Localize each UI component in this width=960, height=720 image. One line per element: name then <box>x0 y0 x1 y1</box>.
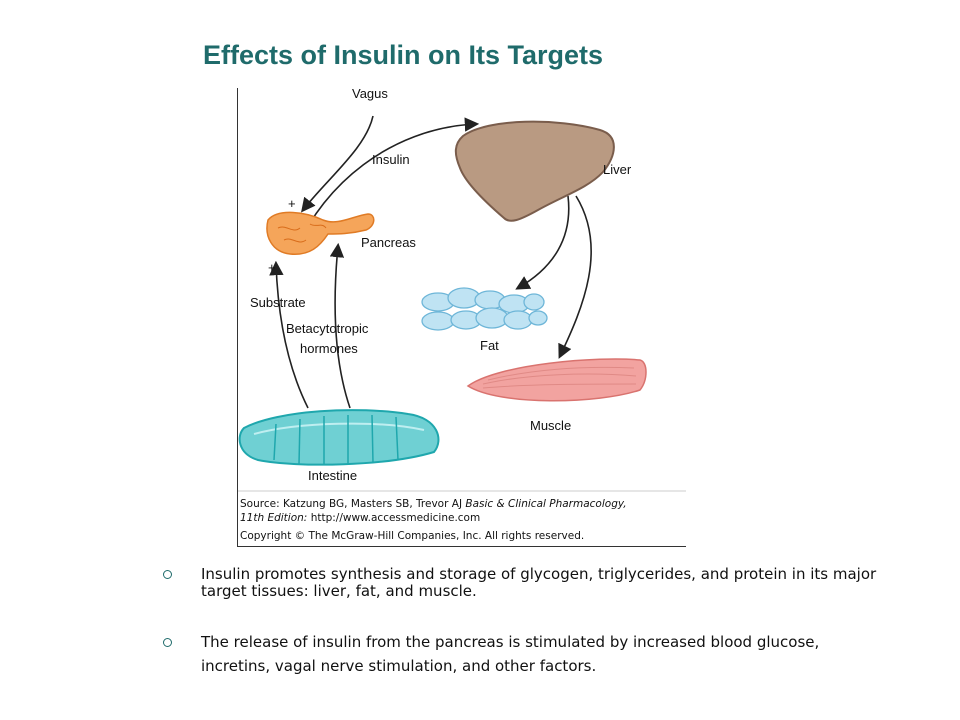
fat-label: Fat <box>480 338 499 353</box>
source-url: http://www.accessmedicine.com <box>310 512 481 524</box>
source-line-2: 11th Edition: http://www.accessmedicine.… <box>240 512 480 524</box>
page-title: Effects of Insulin on Its Targets <box>203 40 604 70</box>
source-edition: 11th Edition: <box>240 512 308 524</box>
intestine-label: Intestine <box>308 468 358 483</box>
bullet-item: The release of insulin from the pancreas… <box>163 630 883 678</box>
bullet-item: Insulin promotes synthesis and storage o… <box>163 566 883 600</box>
diagram-artwork <box>238 115 686 492</box>
substrate-arrow <box>269 260 309 409</box>
bullet-circle-icon <box>163 570 172 579</box>
bullet-circle-icon <box>163 638 172 647</box>
source-authors: Source: Katzung BG, Masters SB, Trevor A… <box>240 498 463 510</box>
hormones-label: hormones <box>300 341 358 356</box>
source-line-1: Source: Katzung BG, Masters SB, Trevor A… <box>240 498 627 510</box>
muscle-label: Muscle <box>530 418 572 433</box>
intestine-illustration <box>238 409 440 466</box>
liver-to-muscle-arrow <box>558 195 592 359</box>
bullet-text: Insulin promotes synthesis and storage o… <box>201 565 877 600</box>
vagus-arrow <box>301 115 374 213</box>
source-book-title: Basic & Clinical Pharmacology, <box>465 498 627 510</box>
liver-label: Liver <box>603 162 632 177</box>
betacytotropic-label: Betacytotropic <box>286 321 369 336</box>
insulin-diagram: Vagus Insulin Liver + Pancreas + Substra… <box>237 86 686 547</box>
liver-illustration <box>454 120 615 222</box>
copyright-line: Copyright © The McGraw-Hill Companies, I… <box>240 530 585 542</box>
liver-to-fat-arrow <box>515 195 570 290</box>
plus-top-label: + <box>288 196 296 211</box>
insulin-label: Insulin <box>372 152 410 167</box>
bullet-text: The release of insulin from the pancreas… <box>201 633 820 675</box>
pancreas-illustration <box>266 211 375 255</box>
vagus-label: Vagus <box>352 86 388 101</box>
hormone-arrow <box>329 242 351 409</box>
substrate-label: Substrate <box>250 295 306 310</box>
muscle-illustration <box>466 358 647 402</box>
fat-illustration <box>421 287 548 331</box>
plus-bottom-label: + <box>268 260 276 275</box>
pancreas-label: Pancreas <box>361 235 416 250</box>
bullet-list: Insulin promotes synthesis and storage o… <box>163 566 883 678</box>
